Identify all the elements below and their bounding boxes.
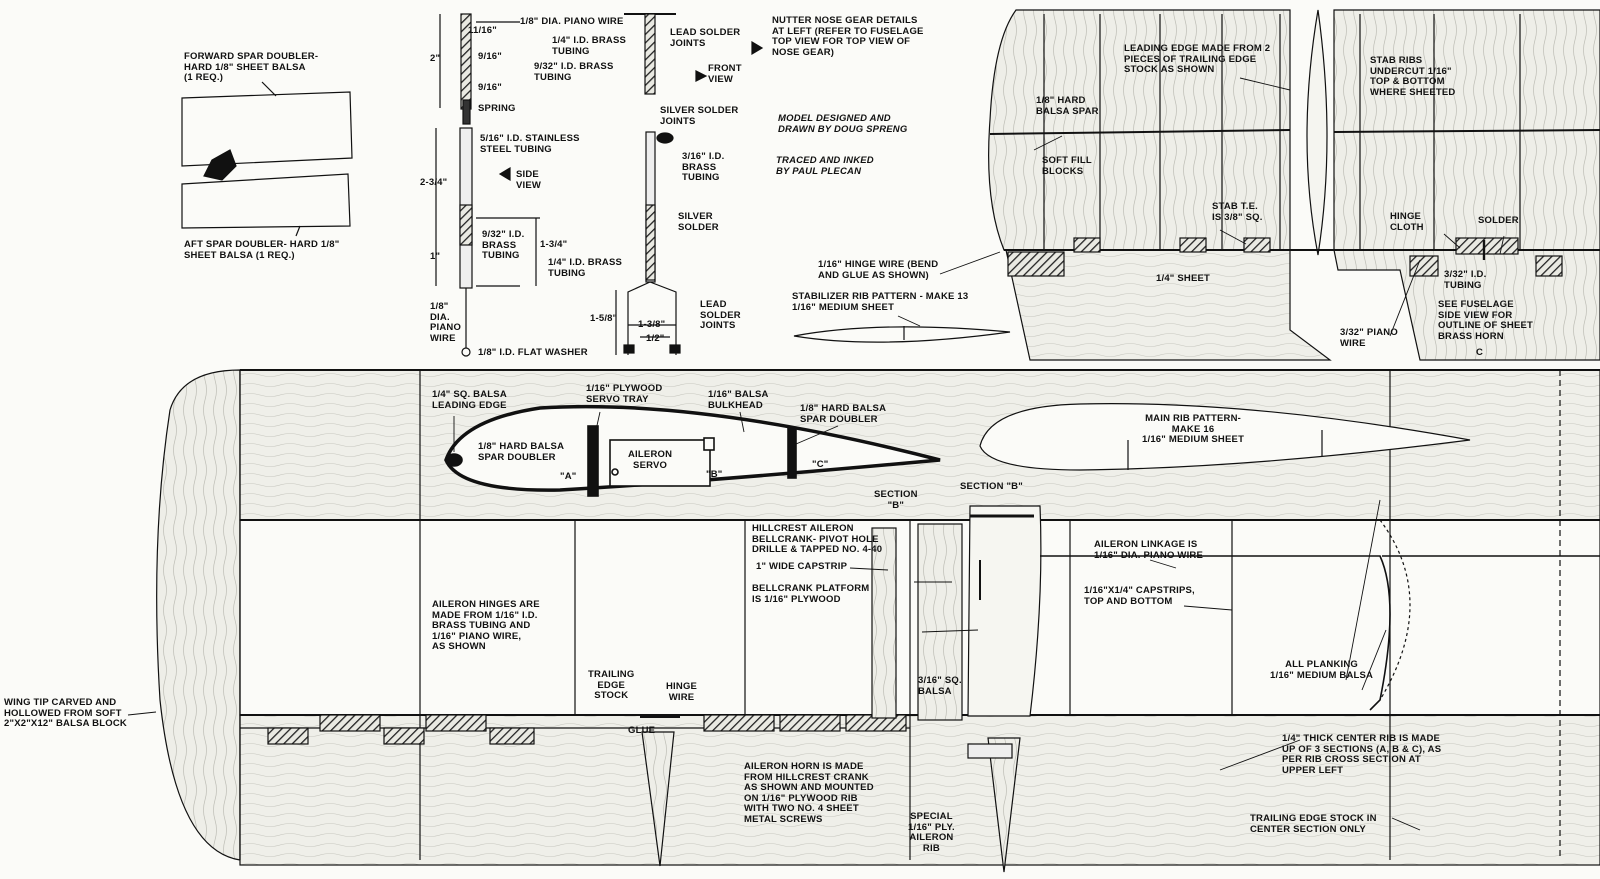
wing-tip-label: WING TIP CARVED AND HOLLOWED FROM SOFT 2… (4, 697, 127, 729)
traced-by-note: TRACED AND INKED BY PAUL PLECAN (776, 155, 874, 177)
gear-side-view-label: SIDE VIEW (516, 169, 542, 191)
gear-brass-9-32-top: 9/32" I.D. BRASS TUBING (534, 61, 614, 83)
stab-rib-pattern-label: STABILIZER RIB PATTERN - MAKE 13 1/16" M… (792, 291, 969, 313)
stab-hinge-wire-label: 1/16" HINGE WIRE (BEND AND GLUE AS SHOWN… (818, 259, 939, 281)
section-b-left-label: SECTION "B" (874, 489, 918, 511)
special-rib-label: SPECIAL 1/16" PLY. AILERON RIB (908, 811, 955, 854)
stab-piano-wire-label: 3/32" PIANO WIRE (1340, 327, 1398, 349)
stab-hinge-cloth-label: HINGE CLOTH (1390, 211, 1424, 233)
section-b-right-label: SECTION "B" (960, 481, 1023, 492)
gear-flat-washer: 1/8" I.D. FLAT WASHER (478, 347, 588, 358)
bellcrank-label: HILLCREST AILERON BELLCRANK- PIVOT HOLE … (752, 523, 883, 555)
forward-doubler-label: FORWARD SPAR DOUBLER- HARD 1/8" SHEET BA… (184, 51, 319, 83)
center-rib-label: 1/4" THICK CENTER RIB IS MADE UP OF 3 SE… (1282, 733, 1442, 776)
gear-piano-wire-label: 1/8" DIA. PIANO WIRE (520, 16, 624, 27)
gear-dim-1-3-8: 1-3/8" (638, 319, 666, 330)
gear-brass-9-32-label: 9/32" I.D. BRASS TUBING (482, 229, 525, 261)
stab-sheet-label: 1/4" SHEET (1156, 273, 1211, 284)
stab-tubing-label: 3/32" I.D. TUBING (1444, 269, 1487, 291)
stabilizer-plan (988, 9, 1600, 361)
capstrips-label: 1/16"X1/4" CAPSTRIPS, TOP AND BOTTOM (1084, 585, 1195, 607)
te-stock-label: TRAILING EDGE STOCK (588, 669, 635, 701)
stab-fuselage-side-label: SEE FUSELAGE SIDE VIEW FOR OUTLINE OF SH… (1438, 299, 1534, 342)
stab-leading-edge-label: LEADING EDGE MADE FROM 2 PIECES OF TRAIL… (1124, 43, 1271, 75)
linkage-label: AILERON LINKAGE IS 1/16" DIA. PIANO WIRE (1094, 539, 1204, 561)
gear-piano-wire-left: 1/8" DIA. PIANO WIRE (430, 301, 462, 344)
gear-dim-9-16b: 9/16" (478, 82, 502, 93)
stab-centerline-mark: C (1476, 347, 1484, 358)
designed-by-note: MODEL DESIGNED AND DRAWN BY DOUG SPRENG (778, 113, 908, 135)
stabilizer-rib-pattern (793, 326, 1011, 343)
wing-bulkhead-label: 1/16" BALSA BULKHEAD (708, 389, 769, 411)
wing-servo-tray-label: 1/16" PLYWOOD SERVO TRAY (586, 383, 663, 405)
rib-section-a: "A" (560, 471, 577, 482)
wing-spar-doubler-left: 1/8" HARD BALSA SPAR DOUBLER (478, 441, 565, 463)
leader-lines (127, 77, 1505, 831)
gear-dim-11-16: 11/16" (468, 25, 497, 36)
sq-balsa-label: 3/16" SQ. BALSA (918, 675, 962, 697)
gear-lead-solder-top: LEAD SOLDER JOINTS (670, 27, 741, 49)
gear-dim-1-3-4: 1-3/4" (540, 239, 568, 250)
wing-le-label: 1/4" SQ. BALSA LEADING EDGE (432, 389, 507, 411)
platform-label: BELLCRANK PLATFORM IS 1/16" PLYWOOD (752, 583, 870, 605)
gear-brass-3-16: 3/16" I.D. BRASS TUBING (682, 151, 725, 183)
stab-fill-blocks-label: SOFT FILL BLOCKS (1042, 155, 1092, 177)
hinge-wire-label: HINGE WIRE (666, 681, 698, 703)
wing-aileron-servo-label: AILERON SERVO (628, 449, 673, 471)
gear-spring-label: SPRING (478, 103, 516, 114)
stab-ribs-undercut-label: STAB RIBS UNDERCUT 1/16" TOP & BOTTOM WH… (1370, 55, 1456, 98)
planking-label: ALL PLANKING 1/16" MEDIUM BALSA (1270, 659, 1374, 681)
nose-gear-side-view (435, 13, 540, 357)
main-rib-pattern-label: MAIN RIB PATTERN- MAKE 16 1/16" MEDIUM S… (1142, 413, 1245, 445)
gear-dim-1-2: 1/2" (646, 333, 665, 344)
gear-silver-solder-joints: SILVER SOLDER JOINTS (660, 105, 739, 127)
gear-dim-2-3-4: 2-3/4" (420, 177, 448, 188)
gear-brass-1-4-top: 1/4" I.D. BRASS TUBING (552, 35, 627, 57)
stab-te-label: STAB T.E. IS 3/8" SQ. (1212, 201, 1263, 223)
wing-rib-cross-section (444, 404, 941, 497)
gear-brass-1-4-label: 1/4" I.D. BRASS TUBING (548, 257, 623, 279)
wing-spar-doubler-right: 1/8" HARD BALSA SPAR DOUBLER (800, 403, 887, 425)
gear-dim-1: 1" (430, 251, 441, 262)
gear-lead-solder-bottom: LEAD SOLDER JOINTS (700, 299, 741, 331)
gear-front-view: FRONT VIEW (708, 63, 742, 85)
aft-doubler-label: AFT SPAR DOUBLER- HARD 1/8" SHEET BALSA … (184, 239, 340, 261)
nutter-note: NUTTER NOSE GEAR DETAILS AT LEFT (REFER … (772, 15, 924, 58)
rib-section-b: "B" (706, 469, 723, 480)
nose-gear-front-view (615, 13, 764, 355)
capstrip-label: 1" WIDE CAPSTRIP (756, 561, 848, 572)
te-center-label: TRAILING EDGE STOCK IN CENTER SECTION ON… (1250, 813, 1377, 835)
rib-section-c: "C" (812, 459, 829, 470)
spar-doublers (181, 81, 353, 237)
stab-solder-label: SOLDER (1478, 215, 1519, 226)
aileron-hinges-label: AILERON HINGES ARE MADE FROM 1/16" I.D. … (432, 599, 540, 652)
gear-silver-solder: SILVER SOLDER (678, 211, 719, 233)
main-rib-pattern (979, 403, 1471, 471)
glue-label: GLUE (628, 725, 656, 736)
gear-dim-2: 2" (430, 53, 441, 64)
gear-dim-1-5-8: 1-5/8" (590, 313, 618, 324)
gear-stainless-label: 5/16" I.D. STAINLESS STEEL TUBING (480, 133, 580, 155)
aileron-horn-label: AILERON HORN IS MADE FROM HILLCREST CRAN… (744, 761, 874, 825)
gear-dim-9-16a: 9/16" (478, 51, 502, 62)
stab-spar-label: 1/8" HARD BALSA SPAR (1036, 95, 1099, 117)
